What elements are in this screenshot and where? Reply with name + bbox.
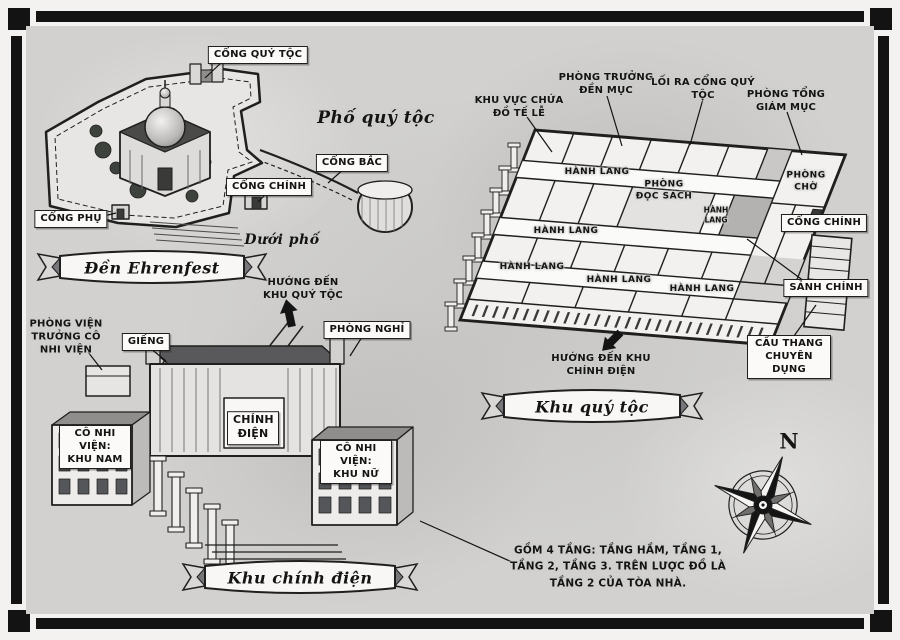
arrow-to-noble-quarter — [279, 299, 298, 328]
right-main-gate-label: CỔNG CHÍNH — [780, 214, 868, 232]
temple-dome — [144, 106, 186, 148]
frame-corner-bottom-right — [870, 610, 892, 632]
lower-street-label: Dưới phố — [244, 232, 320, 248]
direction-arrows — [279, 299, 624, 351]
noble-quarter-floorplan — [444, 128, 853, 347]
north-gate-label: CỔNG BẮC — [315, 154, 389, 172]
arrow-to-main-hall — [602, 329, 624, 351]
corridor-label-4: HÀNH LANG — [586, 275, 652, 286]
noble-quarter-banner-ribbon — [480, 389, 704, 423]
front-colonnade — [149, 455, 239, 581]
frame-top-bar — [36, 11, 864, 22]
to-main-hall-label: HƯỚNG ĐẾN KHU CHÍNH ĐIỆN — [551, 353, 651, 377]
director-annex — [85, 365, 131, 397]
chapel-label: CHÍNH ĐIỆN — [227, 411, 279, 445]
main-hall-banner-title: Khu chính điện — [227, 568, 373, 588]
orphanage-girls-label: CÔ NHI VIỆN: KHU NỮ — [320, 440, 392, 484]
corridor-label-2: HÀNH LANG — [533, 226, 599, 237]
well-label: GIẾNG — [121, 333, 171, 351]
main-lobby-label: SẢNH CHÍNH — [783, 279, 869, 297]
frame-corner-top-left — [8, 8, 30, 30]
frame-left-bar — [11, 36, 22, 604]
temple-main-gate-label: CỔNG CHÍNH — [225, 178, 313, 196]
rest-room-label: PHÒNG NGHỈ — [323, 321, 411, 339]
compass-north-label: N — [779, 428, 799, 454]
temple-banner-ribbon — [36, 250, 268, 284]
orphanage-director-label: PHÒNG VIỆN TRƯỞNG CÔ NHI VIỆN — [29, 318, 103, 356]
reading-room-label: PHÒNG ĐỌC SÁCH — [635, 179, 693, 201]
side-gate-label: CỔNG PHỤ — [34, 210, 108, 228]
waiting-room-label: PHÒNG CHỜ — [786, 170, 826, 192]
frame-corner-bottom-left — [8, 610, 30, 632]
compass-rose — [714, 456, 812, 554]
corridor-label-3: HÀNH LANG — [499, 262, 565, 273]
banner-ribbons — [36, 250, 704, 594]
noble-street-label: Phố quý tộc — [317, 108, 435, 128]
noble-gate-tower — [189, 63, 202, 85]
ritual-storage-label: KHU VỰC CHỨA ĐỒ TẾ LỄ — [474, 95, 564, 119]
noble-gate-exit-label: LỐI RA CỔNG QUÝ TỘC — [651, 77, 755, 101]
orphanage-boys-label: CÔ NHI VIỆN: KHU NAM — [59, 425, 131, 469]
pillar-row — [444, 142, 521, 332]
frame-bottom-bar — [36, 618, 864, 629]
frame-right-bar — [878, 36, 889, 604]
private-stairs-label: CẦU THANG CHUYÊN DỤNG — [747, 335, 831, 379]
corridor-label-1: HÀNH LANG — [564, 167, 630, 178]
temple-complex-drawing — [44, 61, 413, 247]
floors-note: GỒM 4 TẦNG: TẦNG HẦM, TẦNG 1, TẦNG 2, TẦ… — [510, 544, 726, 590]
lower-street-steps — [149, 221, 245, 247]
high-bishop-room-label: PHÒNG TỔNG GIÁM MỤC — [746, 89, 826, 113]
main-hall-banner-ribbon — [181, 560, 419, 594]
head-priest-room-label: PHÒNG TRƯỞNG ĐỀN MỤC — [558, 72, 654, 96]
corridor-label-5: HÀNH LANG — [669, 284, 735, 295]
noble-quarter-banner-title: Khu quý tộc — [535, 397, 649, 417]
noble-gate-label: CỔNG QUÝ TỘC — [207, 46, 309, 64]
to-noble-quarter-label: HƯỚNG ĐẾN KHU QUÝ TỘC — [263, 277, 343, 301]
corridor-label-vertical: HÀNH LANG — [703, 205, 729, 224]
temple-banner-title: Đền Ehrenfest — [84, 258, 220, 278]
frame-corner-top-right — [870, 8, 892, 30]
